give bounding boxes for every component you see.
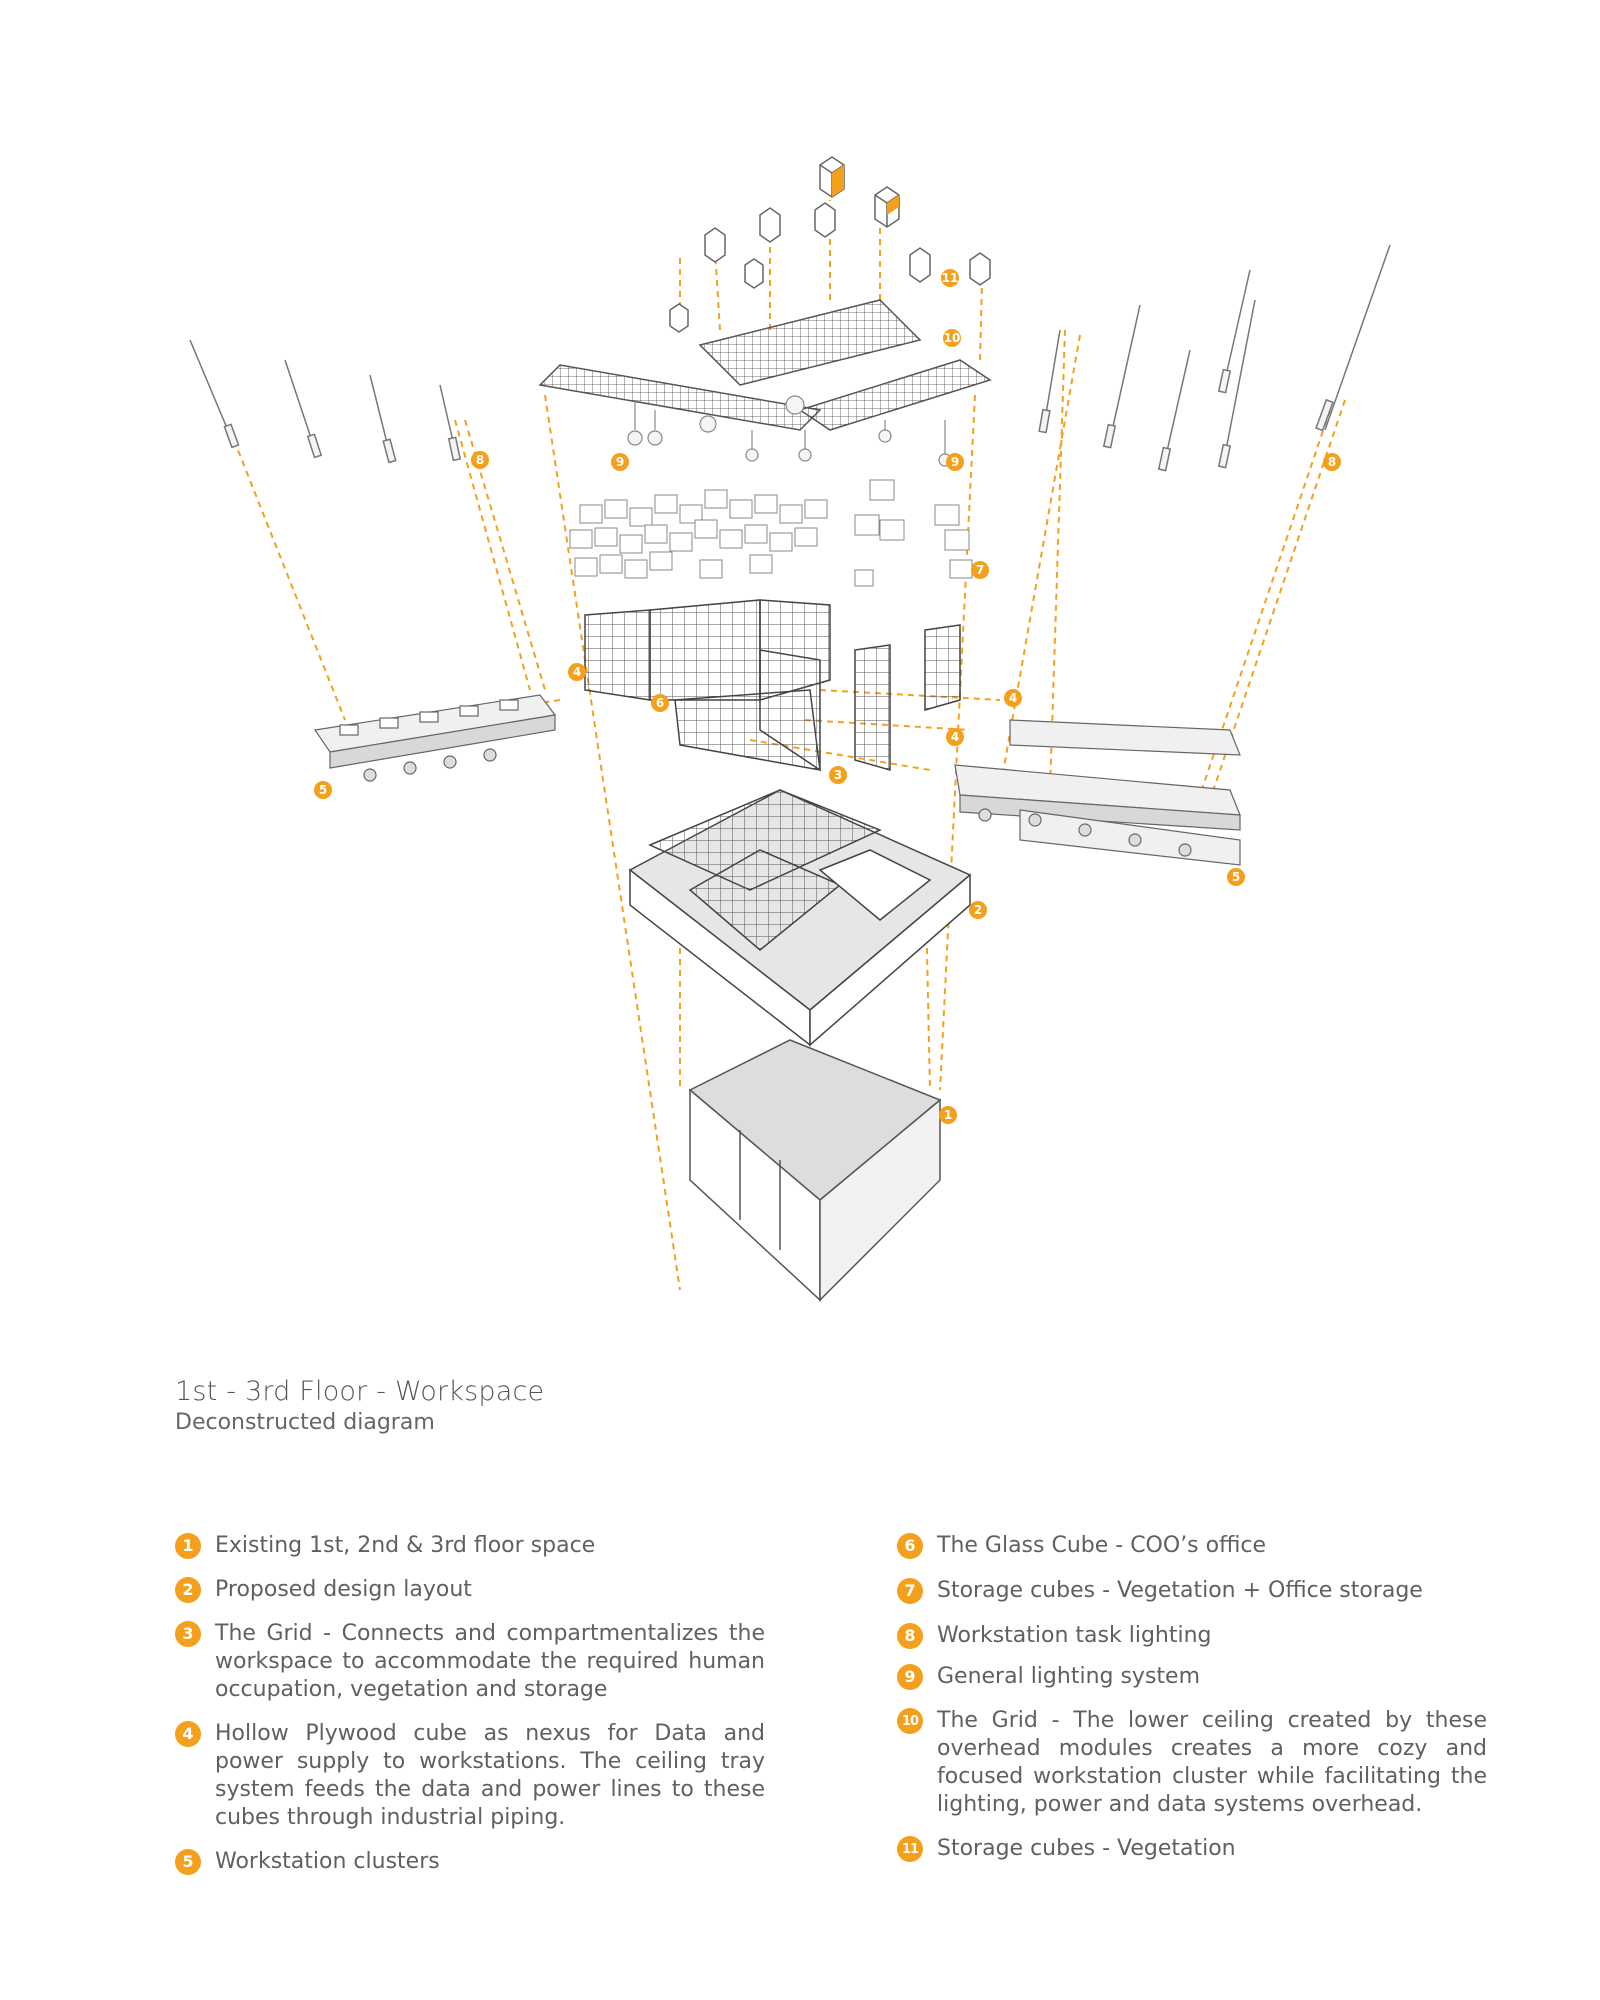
marker-9a: 9 <box>611 453 629 471</box>
legend-text: The Grid - The lower ceiling created by … <box>937 1708 1487 1817</box>
svg-text:8: 8 <box>1328 455 1336 469</box>
marker-5a: 5 <box>314 781 332 799</box>
svg-text:4: 4 <box>1009 691 1017 705</box>
workstation-cluster-right <box>954 719 1241 866</box>
diagram-markers: 1 2 3 4 4 4 5 5 6 7 8 8 9 9 10 11 <box>314 269 1341 1124</box>
legend-badge: 10 <box>897 1708 923 1734</box>
existing-floor-space <box>688 1039 942 1302</box>
svg-text:8: 8 <box>476 453 484 467</box>
marker-2: 2 <box>969 901 987 919</box>
marker-7: 7 <box>971 561 989 579</box>
svg-text:1: 1 <box>944 1108 952 1122</box>
legend-item-3: 3 The Grid - Connects and compartmentali… <box>175 1620 765 1704</box>
marker-6: 6 <box>651 694 669 712</box>
legend-badge: 6 <box>897 1533 923 1559</box>
legend-item-11: 11 Storage cubes - Vegetation <box>897 1835 1487 1863</box>
marker-3: 3 <box>829 766 847 784</box>
task-lighting-pendants <box>189 244 1391 472</box>
legend-item-10: 10 The Grid - The lower ceiling created … <box>897 1707 1487 1819</box>
legend-item-2: 2 Proposed design layout <box>175 1576 765 1604</box>
legend-item-1: 1 Existing 1st, 2nd & 3rd floor space <box>175 1532 765 1560</box>
legend-text: Workstation task lighting <box>937 1623 1212 1648</box>
legend-badge: 4 <box>175 1721 201 1747</box>
legend-text: The Grid - Connects and compartmentalize… <box>215 1621 765 1702</box>
svg-text:9: 9 <box>616 455 624 469</box>
marker-5b: 5 <box>1227 868 1245 886</box>
legend-text: Workstation clusters <box>215 1849 440 1874</box>
ceiling-grid-modules <box>538 299 992 431</box>
marker-4a: 4 <box>568 663 586 681</box>
svg-text:4: 4 <box>951 730 959 744</box>
marker-1: 1 <box>939 1106 957 1124</box>
marker-11: 11 <box>941 269 959 287</box>
legend-item-8: 8 Workstation task lighting <box>897 1622 1487 1650</box>
legend-item-5: 5 Workstation clusters <box>175 1848 765 1876</box>
svg-text:5: 5 <box>319 783 327 797</box>
svg-text:4: 4 <box>573 665 581 679</box>
legend-item-6: 6 The Glass Cube - COO’s office <box>897 1532 1487 1560</box>
legend-text: Hollow Plywood cube as nexus for Data an… <box>215 1721 765 1830</box>
page-subtitle: Deconstructed diagram <box>175 1410 435 1435</box>
page-title: 1st - 3rd Floor - Workspace <box>175 1376 545 1407</box>
svg-text:10: 10 <box>944 331 961 345</box>
legend-badge: 8 <box>897 1623 923 1649</box>
marker-9b: 9 <box>946 453 964 471</box>
legend-badge: 9 <box>897 1664 923 1690</box>
svg-text:2: 2 <box>974 903 982 917</box>
svg-text:6: 6 <box>656 696 664 710</box>
workstation-cluster-left <box>313 694 557 782</box>
legend-text: Storage cubes - Vegetation <box>937 1836 1236 1861</box>
grid-shelving <box>584 599 961 772</box>
legend-badge: 3 <box>175 1621 201 1647</box>
marker-8a: 8 <box>471 451 489 469</box>
legend-text: The Glass Cube - COO’s office <box>937 1533 1267 1558</box>
svg-text:9: 9 <box>951 455 959 469</box>
svg-text:3: 3 <box>834 768 842 782</box>
legend-text: Existing 1st, 2nd & 3rd floor space <box>215 1533 596 1558</box>
legend-item-7: 7 Storage cubes - Vegetation + Office st… <box>897 1577 1487 1605</box>
legend-badge: 1 <box>175 1533 201 1559</box>
marker-4b: 4 <box>1004 689 1022 707</box>
marker-4c: 4 <box>946 728 964 746</box>
svg-text:11: 11 <box>942 271 959 285</box>
svg-text:5: 5 <box>1232 870 1240 884</box>
proposed-layout-floor <box>628 789 972 1047</box>
marker-8b: 8 <box>1323 453 1341 471</box>
legend-right-column: 6 The Glass Cube - COO’s office 7 Storag… <box>897 1532 1487 1863</box>
legend-text: General lighting system <box>937 1664 1201 1689</box>
legend-item-9: 9 General lighting system <box>897 1663 1487 1691</box>
legend-badge: 7 <box>897 1578 923 1604</box>
legend-text: Proposed design layout <box>215 1577 472 1602</box>
legend-left-column: 1 Existing 1st, 2nd & 3rd floor space 2 … <box>175 1532 765 1876</box>
legend-badge: 2 <box>175 1577 201 1603</box>
deconstructed-axonometric-diagram: 1 2 3 4 4 4 5 5 6 7 8 8 9 9 10 11 <box>189 156 1391 1302</box>
legend-text: Storage cubes - Vegetation + Office stor… <box>937 1578 1423 1603</box>
marker-10: 10 <box>943 329 961 347</box>
legend-badge: 5 <box>175 1849 201 1875</box>
legend-badge: 11 <box>897 1836 923 1862</box>
storage-cube-cloud <box>569 479 973 587</box>
legend-item-4: 4 Hollow Plywood cube as nexus for Data … <box>175 1720 765 1832</box>
svg-text:7: 7 <box>976 563 984 577</box>
